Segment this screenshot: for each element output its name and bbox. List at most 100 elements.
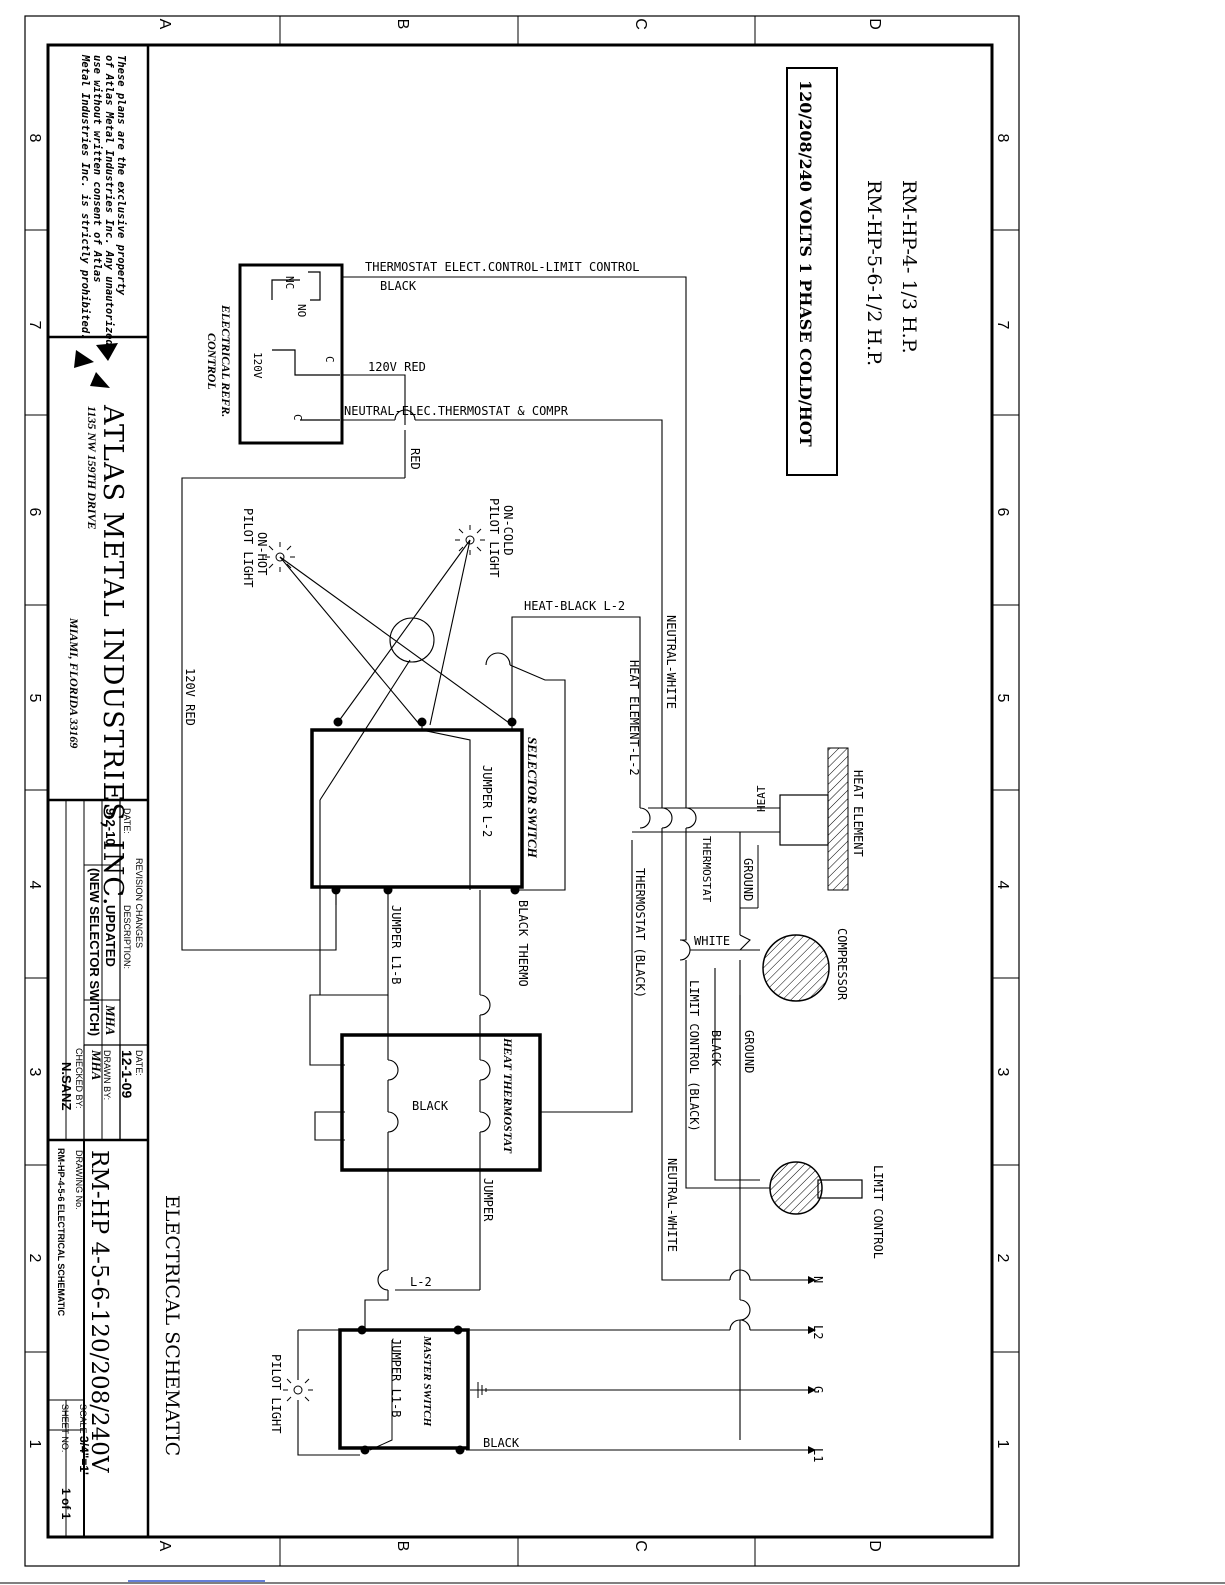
- zone-letter-d-top: D: [866, 18, 883, 30]
- wire-label-ground-1: GROUND: [741, 858, 755, 901]
- zone-number-8-right: 8: [994, 134, 1011, 143]
- zone-letter-c-bottom: C: [632, 1540, 649, 1552]
- zone-number-5-right: 5: [994, 694, 1011, 703]
- pilot-hot-label-1: ON-HOT: [255, 532, 269, 575]
- zone-number-6-left: 6: [26, 508, 43, 517]
- limit-control-symbol: [769, 1161, 823, 1215]
- wire-label-thermostat-black: THERMOSTAT (BLACK): [633, 868, 647, 998]
- company-city: MIAMI, FLORIDA 33169: [67, 617, 81, 748]
- terminal-labels: N L2 G L1: [811, 1276, 825, 1462]
- pilot-light-wires: [279, 539, 513, 995]
- voltage-label: 120/208/240 VOLTS 1 PHASE COLD/HOT: [796, 80, 815, 447]
- zone-letter-d-bottom: D: [866, 1540, 883, 1552]
- revision-desc-2: (NEW SELECTOR SWITCH): [87, 868, 102, 1036]
- limit-control-probe: [817, 1179, 863, 1199]
- wire-label-white: WHITE: [694, 934, 730, 948]
- company-name: ATLAS METAL INDUSTRIES, INC.: [97, 404, 128, 907]
- master-switch-label: MASTER SWITCH: [421, 1335, 433, 1427]
- terminal-l1: L1: [811, 1448, 825, 1462]
- date-label: DATE:: [134, 1050, 144, 1076]
- wire-label-l2-short: L-2: [410, 1275, 432, 1289]
- scale-value: 3/4"=1': [77, 1436, 91, 1475]
- wire-label-jumper-l2: JUMPER L-2: [480, 765, 494, 837]
- pilot-hot-label-2: PILOT LIGHT: [241, 508, 255, 587]
- wire-label-heat-element-l2: HEAT ELEMENT-L-2: [627, 660, 641, 776]
- revision-date: 9-2-10: [103, 808, 118, 846]
- wire-label-jumper-l1b-master: JUMPER L1-B: [389, 1338, 403, 1417]
- wire-label-red: RED: [408, 448, 422, 470]
- zone-number-7-right: 7: [994, 321, 1011, 330]
- drawing-title: RM-HP 4-5-6-120/208/240V: [86, 1150, 112, 1473]
- wire-label-jumper-l1b: JUMPER L1-B: [389, 905, 403, 984]
- selector-switch-label: SELECTOR SWITCH: [525, 737, 540, 859]
- wire-label-black-heat: BLACK: [412, 1099, 449, 1113]
- wire-label-jumper: JUMPER: [481, 1178, 495, 1222]
- zone-number-1-left: 1: [26, 1440, 43, 1449]
- heat-label: HEAT: [755, 785, 768, 812]
- zone-letters: A B C D A B C D: [156, 18, 883, 1552]
- zone-number-6-right: 6: [994, 508, 1011, 517]
- pilot-light-hot-icon: [265, 542, 295, 572]
- jumper-l2-wire: [421, 722, 471, 890]
- drawing-info: RM-HP 4-5-6-120/208/240V DRAWING No. RM-…: [56, 1148, 112, 1520]
- zone-letter-b-top: B: [394, 19, 411, 30]
- drawn-by: MHA: [89, 1049, 104, 1081]
- limit-control-label: LIMIT CONTROL: [871, 1165, 885, 1259]
- wire-label-120v-red: 120V RED: [368, 360, 426, 374]
- refr-control-title-1: ELECTRICAL REFR.: [219, 304, 233, 417]
- header-models: RM-HP-4- 1/3 H.P. RM-HP-5-6-1/2 H.P.: [863, 180, 920, 366]
- revision-date-label: DATE:: [122, 808, 132, 834]
- wire-label-black-thermo: BLACK THERMO: [516, 900, 530, 987]
- zone-number-8-left: 8: [26, 134, 43, 143]
- wiring: [181, 276, 808, 1456]
- pilot-light-master-icon: [283, 1375, 313, 1405]
- refr-control-labels: NC NO C C 120V: [251, 276, 336, 421]
- revision-desc-label: DESCRIPTION:: [122, 905, 132, 969]
- company-street: 1135 NW 159TH DRIVE: [85, 406, 99, 529]
- pilot-cold-label-1: ON-COLD: [501, 505, 515, 556]
- model-line-1: RM-HP-4- 1/3 H.P.: [898, 180, 920, 354]
- revision-desc-1: UPDATED: [103, 905, 118, 967]
- notice-line-4: Metal Industries Inc. is strictly prohib…: [79, 54, 91, 339]
- revision-table: REVISION CHANGES DATE: DESCRIPTION: 9-2-…: [59, 808, 144, 1110]
- c-label-2: C: [291, 414, 304, 421]
- nc-label: NC: [283, 276, 296, 289]
- zone-letter-c-top: C: [632, 18, 649, 30]
- heat-thermostat-label: HEAT THERMOSTAT: [501, 1037, 515, 1154]
- 120v-label: 120V: [251, 352, 264, 379]
- terminal-l2: L2: [811, 1325, 825, 1339]
- sheet-number: 1 of 1: [59, 1488, 73, 1520]
- master-switch-box: [338, 1328, 470, 1450]
- zone-number-2-left: 2: [26, 1254, 43, 1263]
- wire-label-thermostat-elec: THERMOSTAT ELECT.CONTROL-LIMIT CONTROL: [365, 260, 640, 274]
- pilot-light-cold-icon: [455, 525, 485, 555]
- zone-ticks: [25, 16, 1019, 1566]
- notice-line-2: of Atlas Metal Industries Inc. Any unaut…: [103, 55, 115, 346]
- checked-by: N.SANZ: [59, 1062, 74, 1110]
- refr-control-box: [238, 263, 344, 445]
- selector-switch-box: [310, 728, 524, 889]
- pilot-cold-label-2: PILOT LIGHT: [487, 498, 501, 577]
- zone-numbers: 8 7 6 5 4 3 2 1 8 7 6 5 4 3 2 1: [26, 134, 1011, 1449]
- zone-letter-b-bottom: B: [394, 1541, 411, 1552]
- revision-by: MHA: [103, 1004, 118, 1036]
- terminal-arrows: [808, 1276, 816, 1454]
- wire-label-neutral-elec: NEUTRAL-ELEC.THERMOSTAT & COMPR: [344, 404, 569, 418]
- pilot-light-labels: ON-COLD PILOT LIGHT ON-HOT PILOT LIGHT P…: [241, 498, 515, 1433]
- wire-label-limit-control-black: LIMIT CONTROL (BLACK): [687, 980, 701, 1132]
- model-line-2: RM-HP-5-6-1/2 H.P.: [863, 180, 885, 366]
- c-label-1: C: [323, 356, 336, 363]
- ground-symbol-icon: [477, 1382, 487, 1398]
- zone-number-2-right: 2: [994, 1254, 1011, 1263]
- scale-label: SCALE: [78, 1404, 88, 1434]
- zone-number-4-right: 4: [994, 881, 1011, 890]
- inner-border: [46, 43, 994, 1539]
- drawing-number: RM-HP-4-5-6 ELECTRICAL SCHEMATIC: [56, 1148, 66, 1317]
- voltage-box: [786, 67, 838, 476]
- title-block: [48, 45, 150, 1537]
- wire-label-neutral-white-2: NEUTRAL-WHITE: [665, 1158, 679, 1252]
- notice-line-3: use without written consent of Atlas: [91, 55, 103, 283]
- heat-element-label: HEAT ELEMENT: [851, 770, 865, 857]
- selector-switch-terminals: [331, 717, 520, 895]
- compressor-label: COMPRESSOR: [835, 928, 849, 1001]
